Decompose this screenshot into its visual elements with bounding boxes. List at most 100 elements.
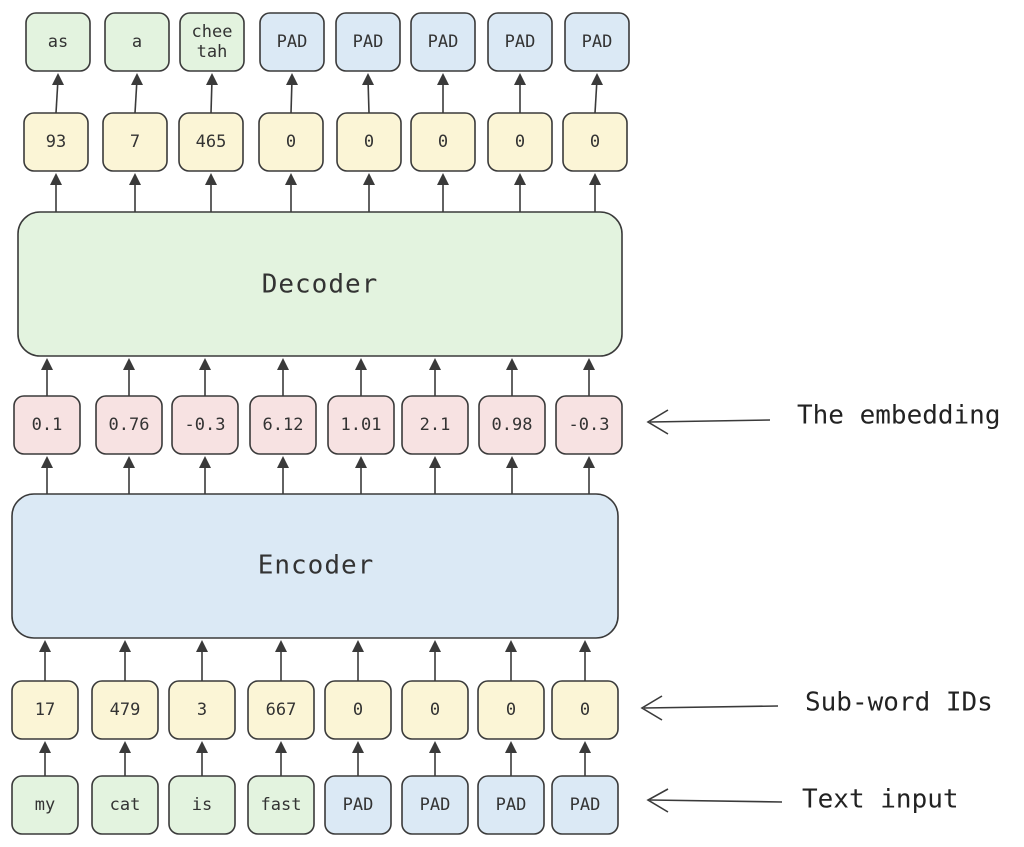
input-tokens-cell: PAD [324, 775, 392, 835]
input-tokens-cell: PAD [551, 775, 619, 835]
embedding-text: -0.3 [185, 415, 226, 435]
output-ids-text: 0 [286, 132, 296, 152]
input-tokens-cell: fast [247, 775, 315, 835]
output-tokens-text: PAD [582, 32, 613, 52]
embedding-text: 6.12 [263, 415, 304, 435]
input-tokens-text: PAD [420, 795, 451, 815]
embedding-cell: -0.3 [171, 395, 239, 455]
embedding-cell: -0.3 [555, 395, 623, 455]
flow-arrow [275, 741, 287, 776]
flow-arrow [119, 640, 131, 681]
output-ids-cell: 0 [336, 112, 402, 172]
output-tokens-text: as [48, 32, 68, 52]
input-tokens-text: PAD [496, 795, 527, 815]
embedding-label: The embedding [797, 401, 1001, 431]
text-input-pointer-line [649, 799, 783, 803]
flow-arrow [123, 358, 135, 396]
flow-arrow [352, 640, 364, 681]
subword-ids-annotation: Sub-word IDs [640, 688, 993, 721]
input-ids-text: 0 [353, 700, 363, 720]
flow-arrow [39, 640, 51, 681]
embedding-pointer-head [646, 409, 669, 435]
embedding-text: 1.01 [341, 415, 382, 435]
embedding-text: 0.98 [492, 415, 533, 435]
flow-arrow [39, 741, 51, 776]
flow-arrow [514, 73, 526, 113]
input-tokens-text: fast [261, 795, 302, 815]
output-tokens-box [335, 12, 401, 72]
flow-arrow [583, 456, 595, 494]
input-tokens-cell: is [168, 775, 236, 835]
input-ids-cell: 0 [401, 680, 469, 740]
flow-arrow [119, 741, 131, 776]
output-ids-cell: 0 [258, 112, 324, 172]
input-tokens-text: PAD [343, 795, 374, 815]
flow-arrow [514, 173, 526, 212]
flow-arrow [506, 456, 518, 494]
output-tokens-text: PAD [353, 32, 384, 52]
input-ids-cell: 3 [168, 680, 236, 740]
input-ids-text: 17 [35, 700, 55, 720]
encoder-block [11, 493, 619, 639]
flow-arrow [206, 73, 218, 114]
flow-arrow [355, 358, 367, 396]
flow-arrow [363, 173, 375, 212]
flow-arrow [199, 358, 211, 396]
input-ids-cell: 0 [551, 680, 619, 740]
flow-arrow [429, 640, 441, 681]
flow-arrow [285, 173, 297, 212]
embedding-cell: 1.01 [327, 395, 395, 455]
text-input-label: Text input [802, 785, 959, 815]
output-tokens-cell: as [25, 12, 91, 72]
flow-arrow [362, 73, 374, 114]
encoder-label: Encoder [258, 551, 375, 581]
output-tokens-box [487, 12, 553, 72]
text-input-annotation: Text input [646, 785, 959, 815]
output-tokens-cell: PAD [564, 12, 630, 72]
output-ids-cell: 0 [487, 112, 553, 172]
output-tokens-text: a [132, 32, 142, 52]
input-ids-cell: 17 [11, 680, 79, 740]
input-ids-text: 0 [430, 700, 440, 720]
output-tokens-box [179, 12, 245, 72]
flow-arrow [286, 73, 298, 114]
embedding-text: 0.76 [109, 415, 150, 435]
text-input-pointer-head [646, 788, 669, 813]
flow-arrow [205, 173, 217, 212]
output-tokens-cell: PAD [335, 12, 401, 72]
flow-arrow [52, 73, 64, 114]
input-ids-text: 0 [506, 700, 516, 720]
flow-arrow [505, 741, 517, 776]
flow-arrow [355, 456, 367, 494]
flow-arrow [429, 741, 441, 776]
flow-arrow [50, 173, 62, 212]
flow-arrow [352, 741, 364, 776]
embedding-cell: 0.76 [95, 395, 163, 455]
embedding-text: 0.1 [32, 415, 63, 435]
output-ids-cell: 0 [562, 112, 628, 172]
output-tokens-box [410, 12, 476, 72]
flow-arrows [39, 73, 603, 776]
output-ids-text: 0 [438, 132, 448, 152]
input-tokens-text: cat [110, 795, 141, 815]
input-ids-text: 3 [197, 700, 207, 720]
flow-arrow [579, 741, 591, 776]
flow-arrow [196, 741, 208, 776]
input-ids-cell: 479 [91, 680, 159, 740]
embedding-cell: 2.1 [401, 395, 469, 455]
input-tokens-cell: PAD [477, 775, 545, 835]
flow-arrow [437, 173, 449, 212]
input-ids-cell: 0 [324, 680, 392, 740]
output-tokens-text: PAD [505, 32, 536, 52]
input-ids-cell: 667 [247, 680, 315, 740]
flow-arrow [199, 456, 211, 494]
input-tokens-text: is [192, 795, 212, 815]
input-tokens-text: my [35, 795, 55, 815]
embedding-cell: 0.1 [13, 395, 81, 455]
input-ids-text: 0 [580, 700, 590, 720]
flow-arrow [41, 358, 53, 396]
input-tokens-cell: cat [91, 775, 159, 835]
